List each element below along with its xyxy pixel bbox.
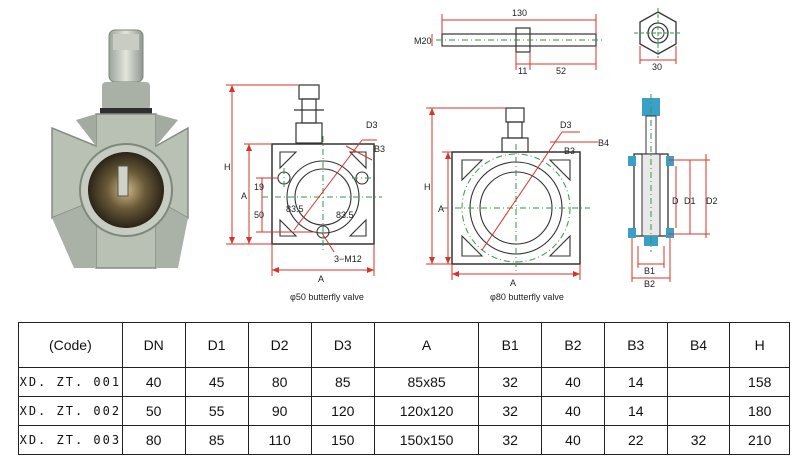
hex-drawing: 30 xyxy=(634,8,682,72)
table-header-row: (Code) DN D1 D2 D3 A B1 B2 B3 B4 H xyxy=(18,322,790,368)
col-b4: B4 xyxy=(666,322,731,368)
cell: 120 xyxy=(310,396,375,426)
a80-vertical-label: A xyxy=(438,204,444,214)
section-drawing: D D1 D2 B1 B2 xyxy=(628,94,718,288)
cell: XD. ZT. 003 xyxy=(18,425,123,455)
cell: 40 xyxy=(541,425,605,455)
stem-length-label: 130 xyxy=(512,8,527,18)
dn80-caption: φ80 butterfly valve xyxy=(490,292,564,302)
section-d2-label: D2 xyxy=(706,196,718,206)
cell: 120x120 xyxy=(373,396,480,426)
cell xyxy=(666,396,731,426)
hex-across-label: 30 xyxy=(652,62,662,72)
cell: 80 xyxy=(247,367,312,397)
stem-hex-label: 11 xyxy=(518,66,527,76)
col-d2: D2 xyxy=(247,322,312,368)
cell: 150x150 xyxy=(373,425,480,455)
table-row: XD. ZT. 003 80 85 110 150 150x150 32 40 … xyxy=(18,425,790,455)
col-b2: B2 xyxy=(541,322,605,368)
cell: 14 xyxy=(603,396,668,426)
cell xyxy=(666,367,731,397)
section-b1-label: B1 xyxy=(644,266,655,276)
cell: XD. ZT. 001 xyxy=(18,367,123,397)
cell: 32 xyxy=(666,425,731,455)
spec-table: (Code) DN D1 D2 D3 A B1 B2 B3 B4 H XD. Z… xyxy=(18,322,790,455)
dim-50-label: 50 xyxy=(254,210,264,220)
dn80-drawing: H A A D3 B3 B4 xyxy=(424,107,609,288)
cell: 22 xyxy=(603,425,668,455)
cell: 14 xyxy=(603,367,668,397)
col-h: H xyxy=(729,322,790,368)
cell: 40 xyxy=(541,396,605,426)
cell: 55 xyxy=(184,396,249,426)
bolt-label: 3−M12 xyxy=(334,254,362,264)
h80-label: H xyxy=(424,182,431,192)
cell: 80 xyxy=(121,425,186,455)
cell: 40 xyxy=(541,367,605,397)
b4-80-label: B4 xyxy=(598,138,609,148)
cell: 85x85 xyxy=(373,367,480,397)
a80-horizontal-label: A xyxy=(510,278,516,288)
col-a: A xyxy=(373,322,480,368)
a-horizontal-label: A xyxy=(318,274,324,284)
b3-80-label: B3 xyxy=(564,146,575,156)
r1-label: 83.5 xyxy=(286,204,304,214)
stem-drawing: 130 M20 11 52 xyxy=(414,8,602,76)
col-d1: D1 xyxy=(184,322,249,368)
col-d3: D3 xyxy=(310,322,375,368)
cell: 90 xyxy=(247,396,312,426)
valve-photo-icon xyxy=(51,29,189,269)
stem-thread-label: M20 xyxy=(414,36,432,46)
section-d-label: D xyxy=(672,196,679,206)
dn50-caption: φ50 butterfly valve xyxy=(290,292,364,302)
col-dn: DN xyxy=(121,322,186,368)
cell: 158 xyxy=(729,367,790,397)
cell: 32 xyxy=(478,367,543,397)
r2-label: 83.5 xyxy=(336,210,354,220)
table-row: XD. ZT. 001 40 45 80 85 85x85 32 40 14 1… xyxy=(18,367,790,397)
col-code: (Code) xyxy=(18,322,123,368)
cell: 150 xyxy=(310,425,375,455)
cell: 40 xyxy=(121,367,186,397)
h-label: H xyxy=(224,162,231,172)
cell: 32 xyxy=(478,425,543,455)
cell: 110 xyxy=(247,425,312,455)
section-d1-label: D1 xyxy=(684,196,696,206)
b3-label: B3 xyxy=(374,144,385,154)
cell: 180 xyxy=(729,396,790,426)
d3-80-label: D3 xyxy=(560,120,572,130)
cell: 32 xyxy=(478,396,543,426)
cell: 85 xyxy=(184,425,249,455)
cell: 85 xyxy=(310,367,375,397)
table-row: XD. ZT. 002 50 55 90 120 120x120 32 40 1… xyxy=(18,396,790,426)
stem-shaft-label: 52 xyxy=(556,66,566,76)
a-vertical-label: A xyxy=(241,191,247,201)
dn50-drawing: H A A D3 B3 19 50 83.5 83.5 3−M12 xyxy=(224,84,385,284)
cell: 45 xyxy=(184,367,249,397)
cell: 210 xyxy=(729,425,790,455)
dim-19-label: 19 xyxy=(254,182,264,192)
d3-label: D3 xyxy=(366,120,378,130)
col-b1: B1 xyxy=(478,322,543,368)
col-b3: B3 xyxy=(603,322,668,368)
cell: XD. ZT. 002 xyxy=(18,396,123,426)
cell: 50 xyxy=(121,396,186,426)
section-b2-label: B2 xyxy=(644,279,655,288)
